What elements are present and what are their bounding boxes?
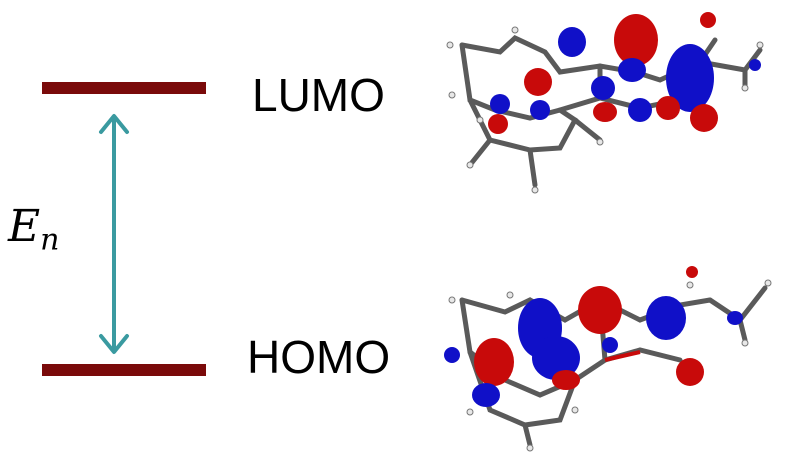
lumo-label: LUMO bbox=[252, 69, 385, 121]
homo-label: HOMO bbox=[247, 331, 391, 383]
energy-gap-arrow bbox=[99, 114, 129, 354]
homo-energy-level bbox=[42, 364, 206, 376]
homo-orbital-molecule bbox=[444, 266, 772, 452]
energy-gap-label: En bbox=[8, 205, 59, 255]
energy-subscript: n bbox=[40, 222, 60, 258]
lumo-orbital-molecule bbox=[446, 12, 764, 194]
lumo-energy-level bbox=[42, 82, 206, 94]
energy-symbol: E bbox=[8, 201, 41, 252]
